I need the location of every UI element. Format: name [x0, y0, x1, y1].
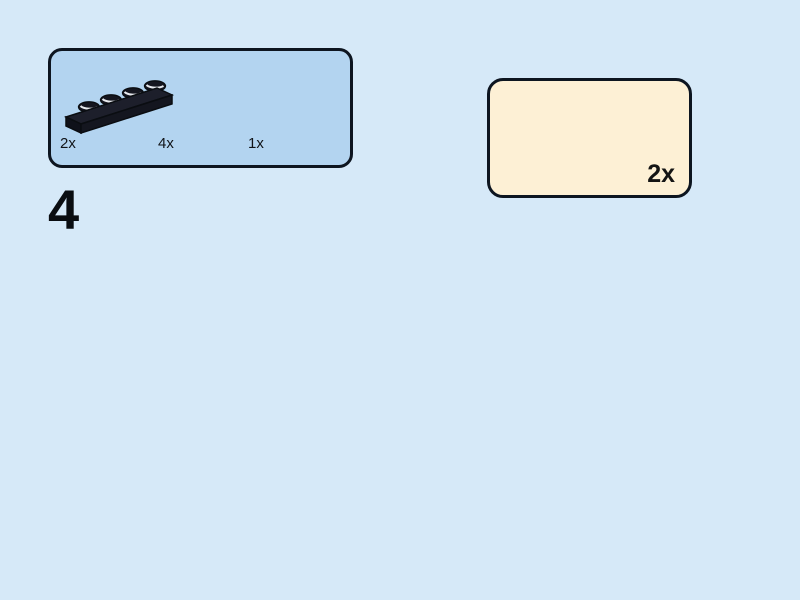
- callout-box: 2x: [487, 78, 692, 198]
- part-icon-plate-1x4-black: [63, 80, 175, 135]
- part-quantity-label: 2x: [60, 135, 76, 152]
- step-number: 4: [48, 178, 80, 241]
- part-quantity-label: 4x: [158, 135, 174, 152]
- callout-quantity-label: 2x: [647, 160, 675, 188]
- part-quantity-label: 1x: [248, 135, 264, 152]
